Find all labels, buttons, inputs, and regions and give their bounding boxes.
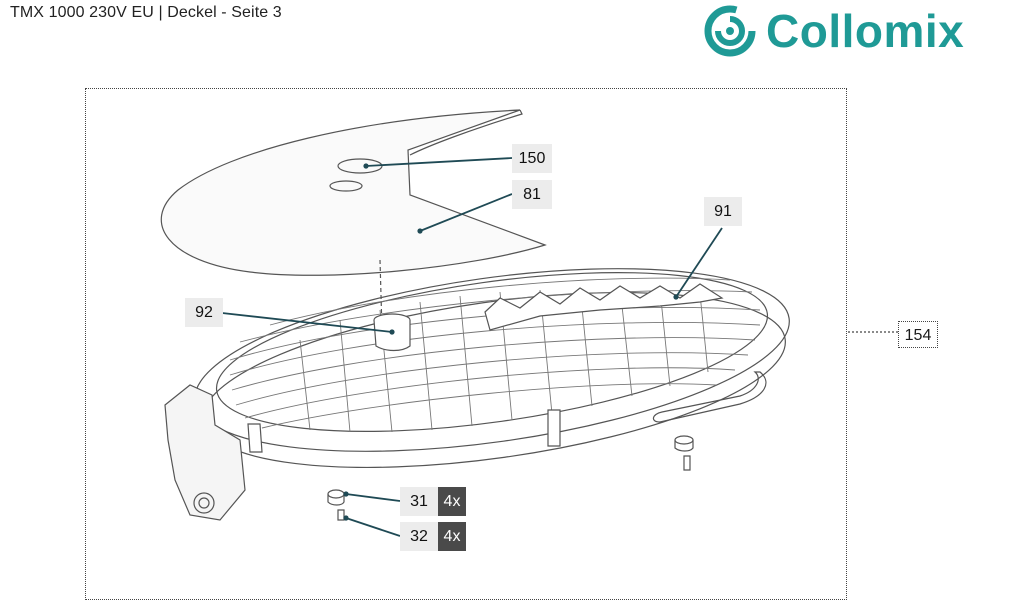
handle-wire-part [652, 371, 767, 423]
lid-cover-part [160, 109, 547, 276]
callout-154: 154 [898, 321, 938, 348]
callout-92: 92 [185, 298, 223, 327]
hinge-part [164, 384, 246, 521]
brand-logo: Collomix [700, 4, 1018, 58]
callout-32: 32 [400, 522, 438, 551]
collomix-swirl-icon [704, 5, 756, 57]
zigzag-strip-part [484, 283, 724, 331]
brand-name: Collomix [766, 5, 965, 57]
callout-31: 31 [400, 487, 438, 516]
lid-grid [229, 277, 761, 433]
callout-32-quantity: 4x [438, 522, 466, 551]
callout-150: 150 [512, 144, 552, 173]
page-title: TMX 1000 230V EU | Deckel - Seite 3 [10, 4, 282, 21]
diagram-frame [85, 88, 847, 600]
callout-91: 91 [704, 197, 742, 226]
callout-81: 81 [512, 180, 552, 209]
callout-31-quantity: 4x [438, 487, 466, 516]
